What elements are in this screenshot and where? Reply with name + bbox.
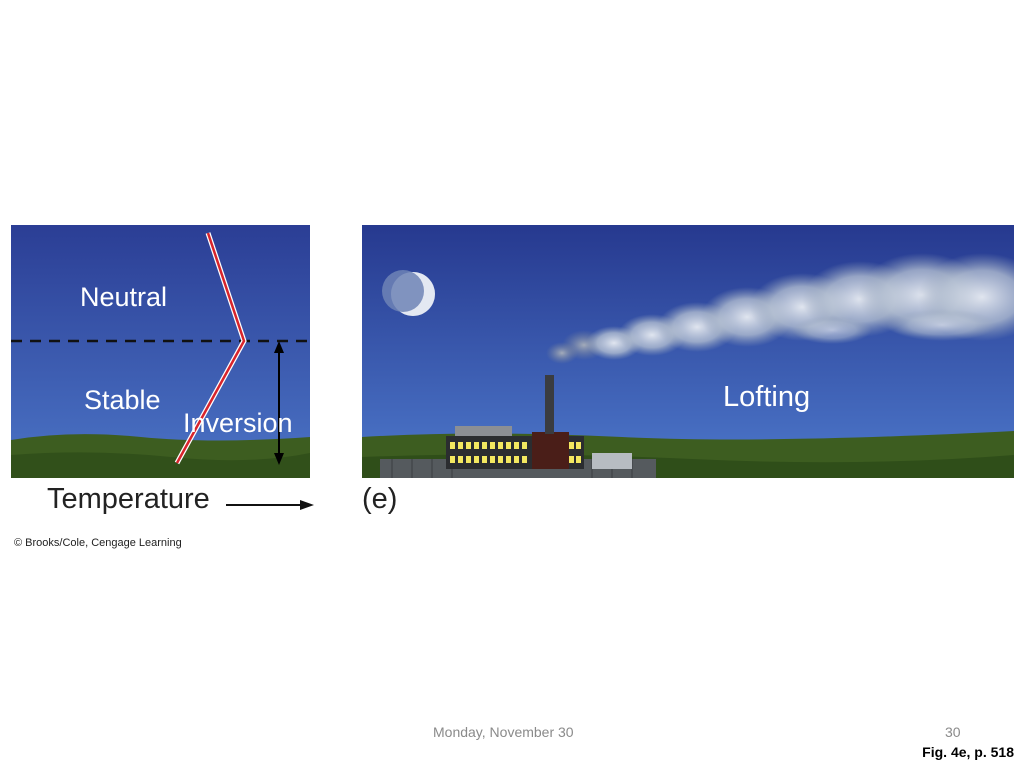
copyright-credit: © Brooks/Cole, Cengage Learning: [14, 537, 182, 549]
smoke-plume: [546, 253, 1014, 364]
temperature-axis-label: Temperature: [47, 483, 210, 515]
footer-date: Monday, November 30: [433, 724, 574, 740]
panel-letter: (e): [362, 483, 398, 515]
smokestack-icon: [545, 375, 554, 434]
inversion-label: Inversion: [183, 408, 293, 438]
figure-reference: Fig. 4e, p. 518: [922, 744, 1014, 760]
lofting-plume-illustration: Lofting: [362, 225, 1014, 478]
temperature-profile-diagram: Neutral Stable Inversion: [11, 225, 310, 478]
lofting-plume-panel: Lofting: [362, 225, 1014, 478]
arrow-icon: [226, 500, 314, 510]
lofting-label: Lofting: [723, 381, 810, 413]
neutral-label: Neutral: [80, 282, 167, 312]
temperature-profile-panel: Neutral Stable Inversion: [11, 225, 310, 478]
slide-number: 30: [945, 724, 961, 740]
stable-label: Stable: [84, 385, 161, 415]
factory-icon: [446, 426, 632, 469]
moon-icon: [382, 270, 435, 316]
temperature-profile-line: [175, 232, 246, 464]
